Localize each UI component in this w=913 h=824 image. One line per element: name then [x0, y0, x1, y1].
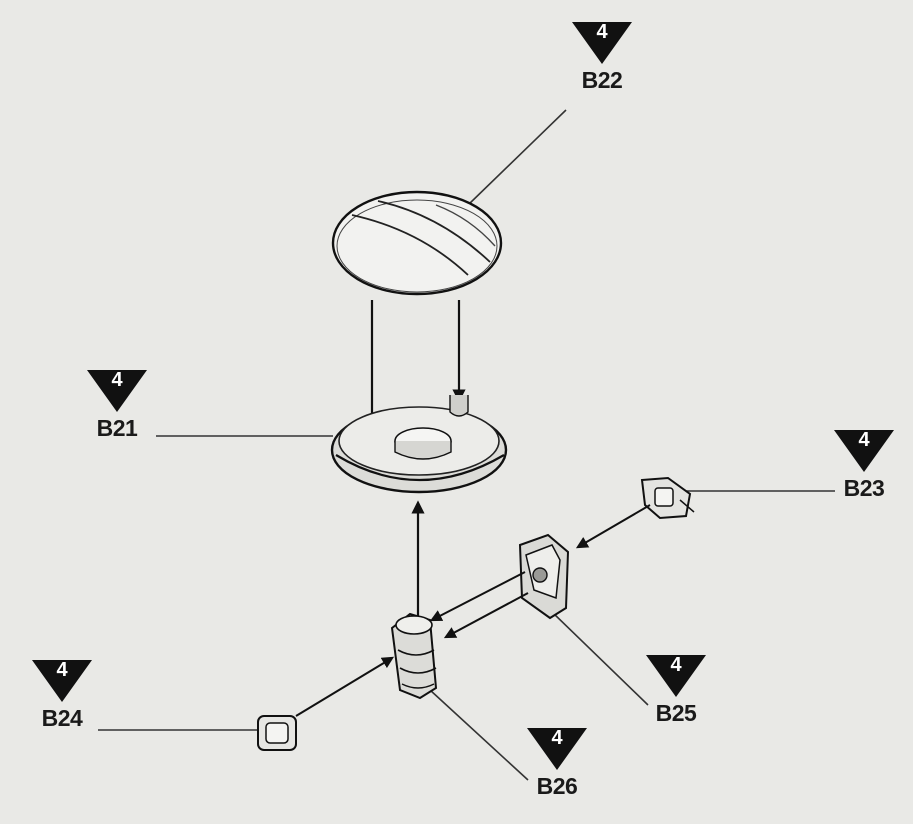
arrow-nut-to-housing	[295, 656, 395, 717]
callout-badge-number: 4	[111, 369, 123, 391]
callout-b23: 4 B23	[834, 429, 894, 502]
callout-label: B22	[581, 67, 623, 93]
warning-triangle-icon: 4	[834, 429, 894, 472]
callout-label: B26	[536, 773, 578, 799]
part-b26-housing	[390, 612, 438, 700]
callout-label: B21	[96, 415, 138, 441]
warning-triangle-icon: 4	[572, 21, 632, 64]
callout-badge-number: 4	[596, 21, 608, 43]
callout-b26: 4 B26	[527, 727, 587, 800]
leader-line-b22	[467, 109, 567, 206]
callout-badge-number: 4	[56, 659, 68, 681]
warning-triangle-icon: 4	[87, 369, 147, 412]
callout-b24: 4 B24	[32, 659, 92, 732]
arrow-bracket-to-housing-upper	[429, 571, 526, 622]
warning-triangle-icon: 4	[646, 654, 706, 697]
callout-label: B25	[655, 700, 697, 726]
callout-b25: 4 B25	[646, 654, 706, 727]
part-b23-clip	[640, 476, 695, 520]
callout-badge-number: 4	[551, 727, 563, 749]
leader-line-b25	[551, 611, 649, 706]
part-b21-ring	[330, 395, 508, 494]
warning-triangle-icon: 4	[527, 727, 587, 770]
callout-label: B24	[41, 705, 83, 731]
warning-triangle-icon: 4	[32, 659, 92, 702]
arrow-clip-to-bracket	[575, 504, 651, 549]
callout-b21: 4 B21	[87, 369, 147, 442]
callout-badge-number: 4	[858, 429, 870, 451]
leader-line-b26	[429, 689, 529, 781]
arrow-bracket-to-housing-lower	[443, 592, 529, 639]
callout-label: B23	[843, 475, 885, 501]
part-b25-bracket	[518, 533, 570, 620]
part-b22-cap	[331, 190, 503, 296]
callout-badge-number: 4	[670, 654, 682, 676]
callout-b22: 4 B22	[572, 21, 632, 94]
part-b24-nut	[257, 715, 297, 751]
